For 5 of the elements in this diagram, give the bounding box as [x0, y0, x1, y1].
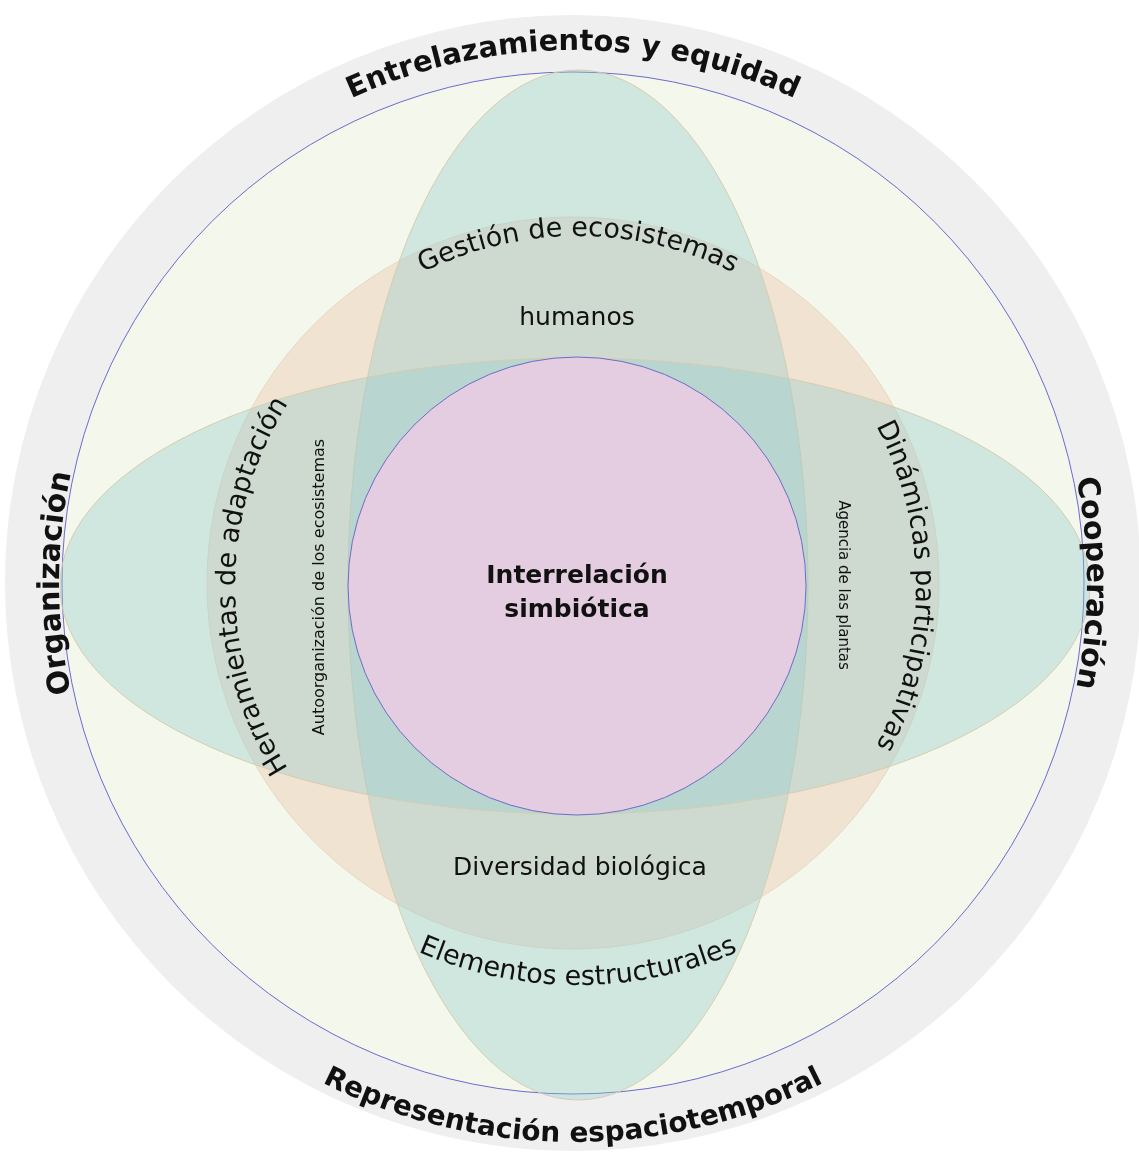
ellipse-label: Agencia de las plantas: [834, 500, 853, 670]
ellipse-label: Diversidad biológica: [453, 851, 707, 881]
center-label: Interrelación simbiótica: [485, 559, 669, 625]
ellipse-label: Autoorganización de los ecosistemas: [308, 438, 328, 736]
ellipse-label: humanos: [519, 301, 635, 331]
